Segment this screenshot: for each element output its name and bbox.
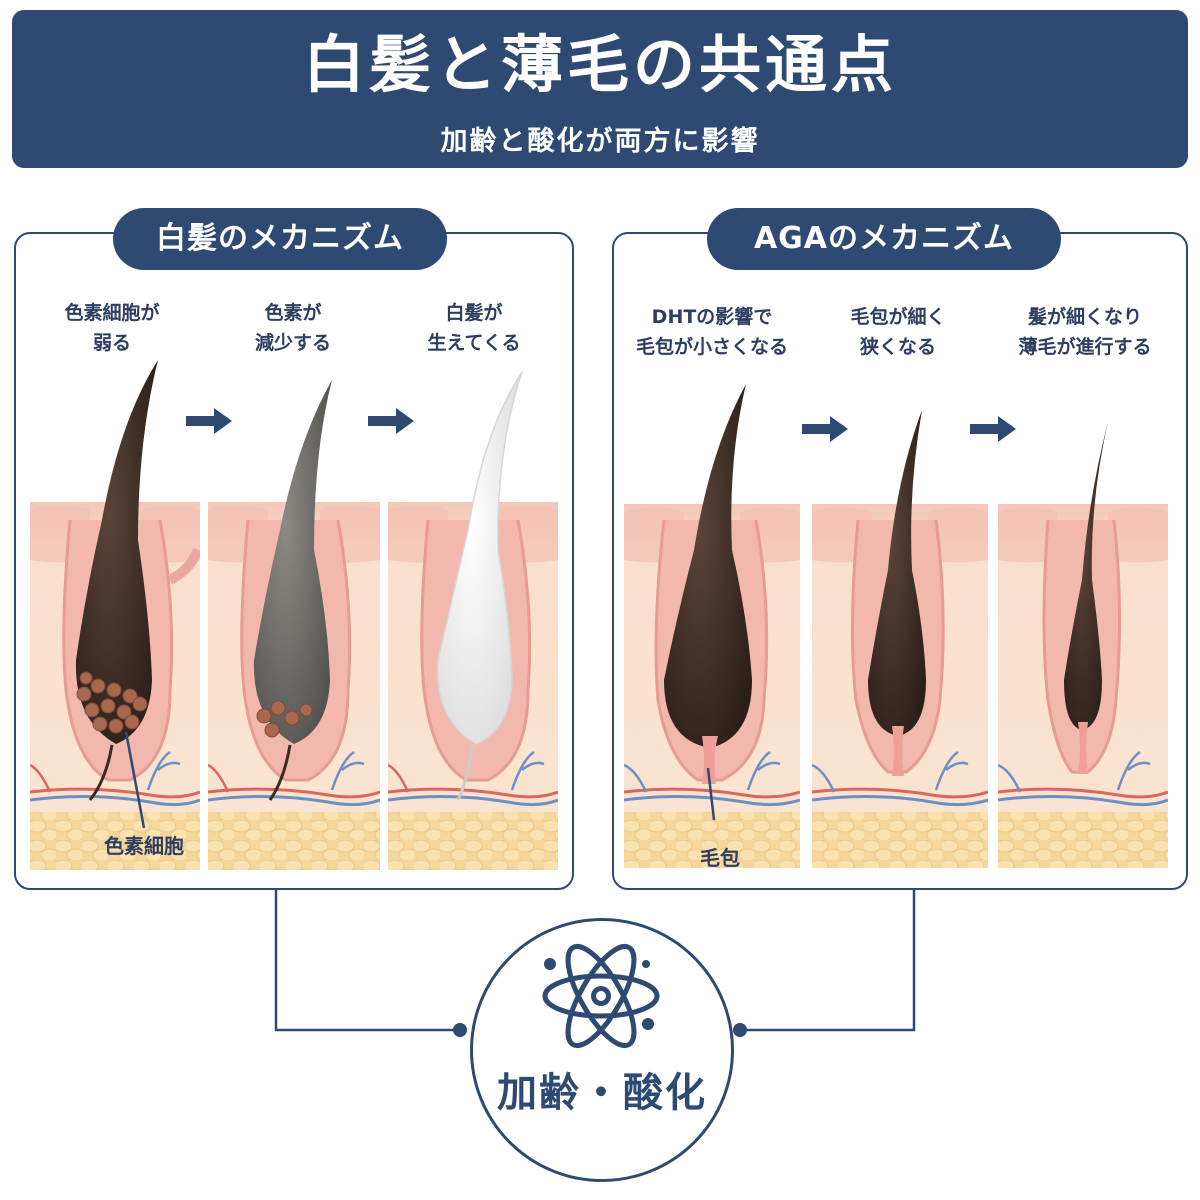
aga-step-2-caption: 毛包が細く狭くなる [850,306,946,358]
follicle-narrowing-illustration [812,410,988,868]
gray-step-1-caption: 色素細胞が弱る [64,302,160,354]
right-arrow-icon [802,416,848,442]
gray-hair-panel-title: 白髪のメカニズム [113,208,447,270]
right-arrow-icon [368,408,414,434]
right-arrow-icon [186,408,232,434]
atom-icon [542,943,660,1049]
aga-step-1-caption: DHTの影響で毛包が小さくなる [635,306,788,358]
white-hair-growing-illustration [388,371,558,870]
gray-step-2-caption: 色素が減少する [254,302,331,354]
hair-thinning-illustration [998,422,1168,868]
pigment-decreasing-illustration [208,380,380,870]
follicle-shrinking-illustration [624,384,800,868]
gray-step-3-caption: 白髪が生えてくる [427,302,521,354]
header-banner: 白髪と薄毛の共通点 加齢と酸化が両方に影響 [12,10,1188,168]
aging-oxidation-circle [470,918,734,1182]
aga-step-3-caption: 髪が細くなり薄毛が進行する [1018,306,1152,358]
aga-panel-title: AGAのメカニズム [707,208,1061,270]
aging-oxidation-label: 加齢・酸化 [497,1070,707,1116]
right-arrow-icon [970,416,1016,442]
page-title: 白髪と薄毛の共通点 [302,28,897,101]
page-subtitle: 加齢と酸化が両方に影響 [440,126,760,157]
pigment-cells-weak-illustration [30,360,200,870]
follicle-callout: 毛包 [700,846,740,870]
pigment-cell-callout: 色素細胞 [104,834,184,858]
